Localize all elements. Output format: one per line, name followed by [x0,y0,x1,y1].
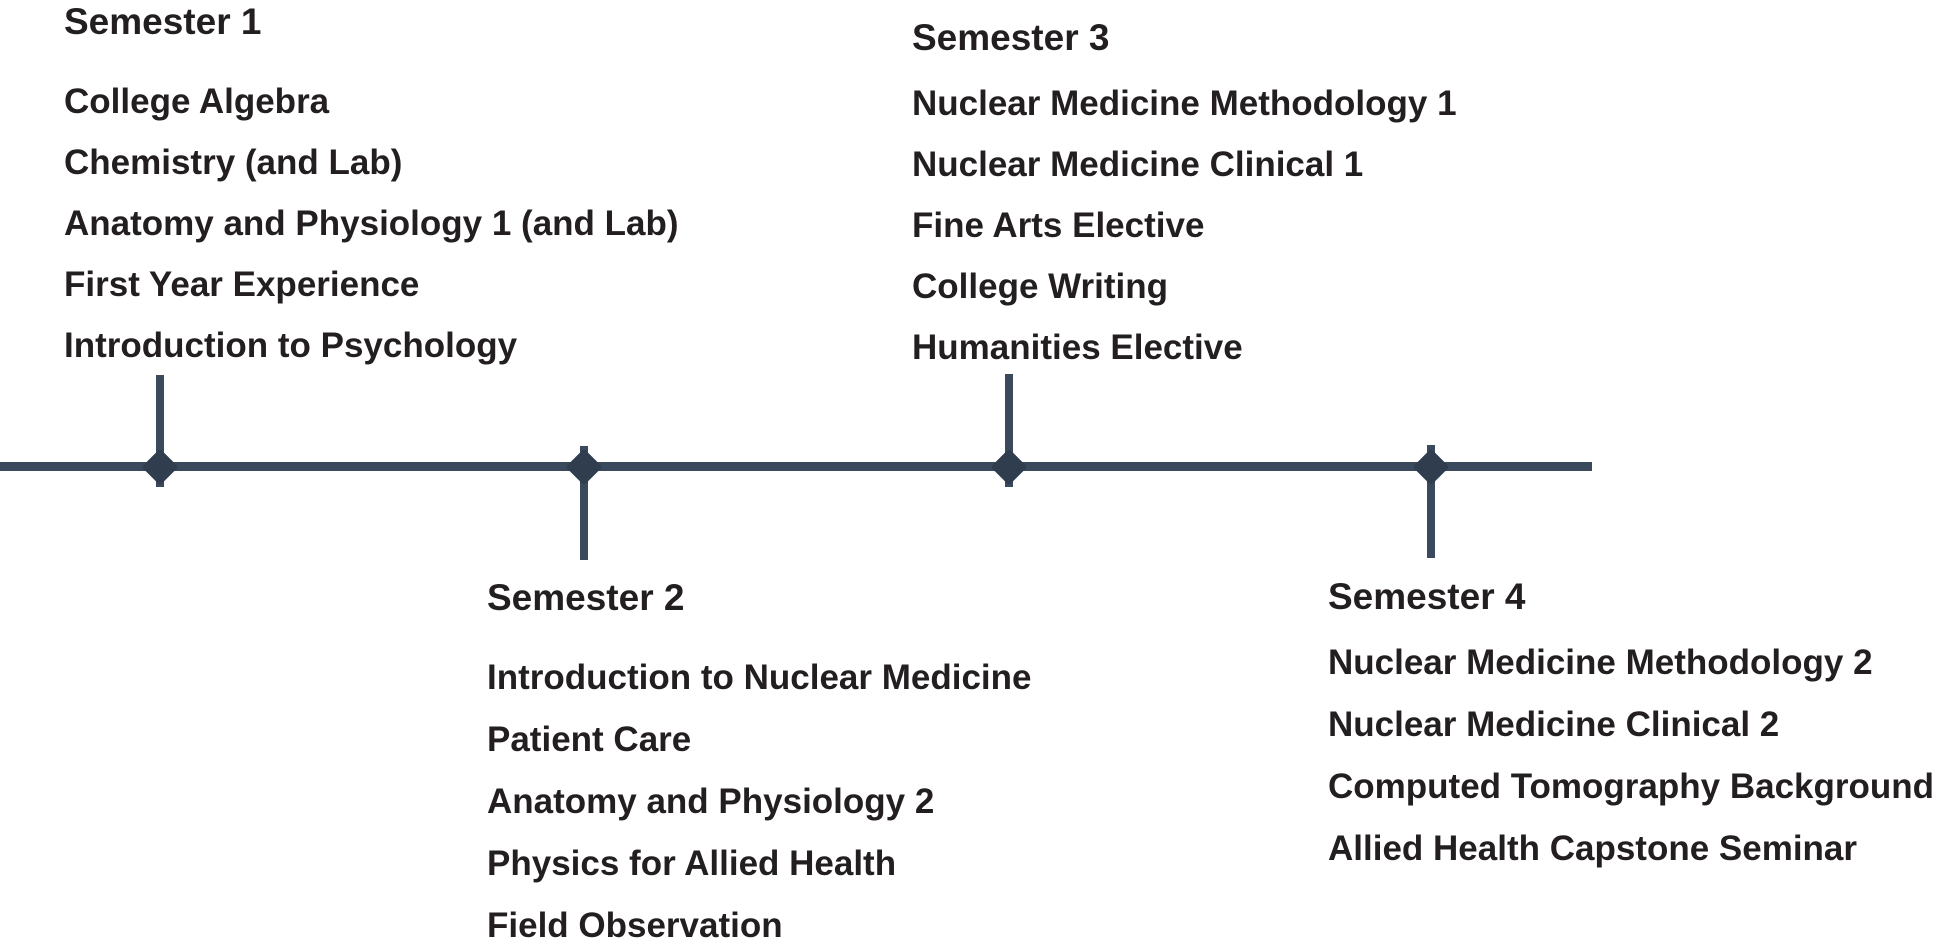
timeline-node-semester-4 [1412,448,1450,486]
marker-stem-semester-4 [1427,445,1435,558]
course-item: Fine Arts Elective [912,206,1205,245]
course-item: College Writing [912,267,1169,306]
course-item: Field Observation [487,906,783,945]
course-item: Allied Health Capstone Seminar [1328,829,1858,868]
course-item: Anatomy and Physiology 1 (and Lab) [64,204,679,243]
course-item: Introduction to Nuclear Medicine [487,658,1032,697]
course-item: Patient Care [487,720,692,759]
course-item: College Algebra [64,82,330,121]
course-item: Nuclear Medicine Clinical 1 [912,145,1364,184]
course-item: First Year Experience [64,265,420,304]
timeline-node-semester-1 [141,448,179,486]
course-item: Physics for Allied Health [487,844,897,883]
course-item: Introduction to Psychology [64,326,518,365]
timeline-axis [0,462,1592,471]
marker-stem-semester-2 [580,446,588,560]
semester-3-title: Semester 3 [912,17,1110,58]
semester-2-block: Semester 2 Introduction to Nuclear Medic… [487,576,1031,948]
semester-4-block: Semester 4 Nuclear Medicine Methodology … [1328,575,1934,889]
timeline-node-semester-2 [565,448,603,486]
timeline-node-semester-3 [990,448,1028,486]
course-item: Nuclear Medicine Methodology 2 [1328,643,1873,682]
course-item: Nuclear Medicine Clinical 2 [1328,705,1780,744]
marker-stem-semester-3 [1005,374,1013,487]
semester-3-block: Semester 3 Nuclear Medicine Methodology … [912,16,1457,387]
course-item: Nuclear Medicine Methodology 1 [912,84,1457,123]
semester-2-title: Semester 2 [487,577,685,618]
semester-1-title: Semester 1 [64,1,262,42]
course-item: Anatomy and Physiology 2 [487,782,935,821]
course-item: Humanities Elective [912,328,1243,367]
marker-stem-semester-1 [156,375,164,487]
course-item: Chemistry (and Lab) [64,143,403,182]
course-item: Computed Tomography Background [1328,767,1935,806]
semester-1-block: Semester 1 College Algebra Chemistry (an… [64,0,679,385]
semester-4-title: Semester 4 [1328,576,1526,617]
